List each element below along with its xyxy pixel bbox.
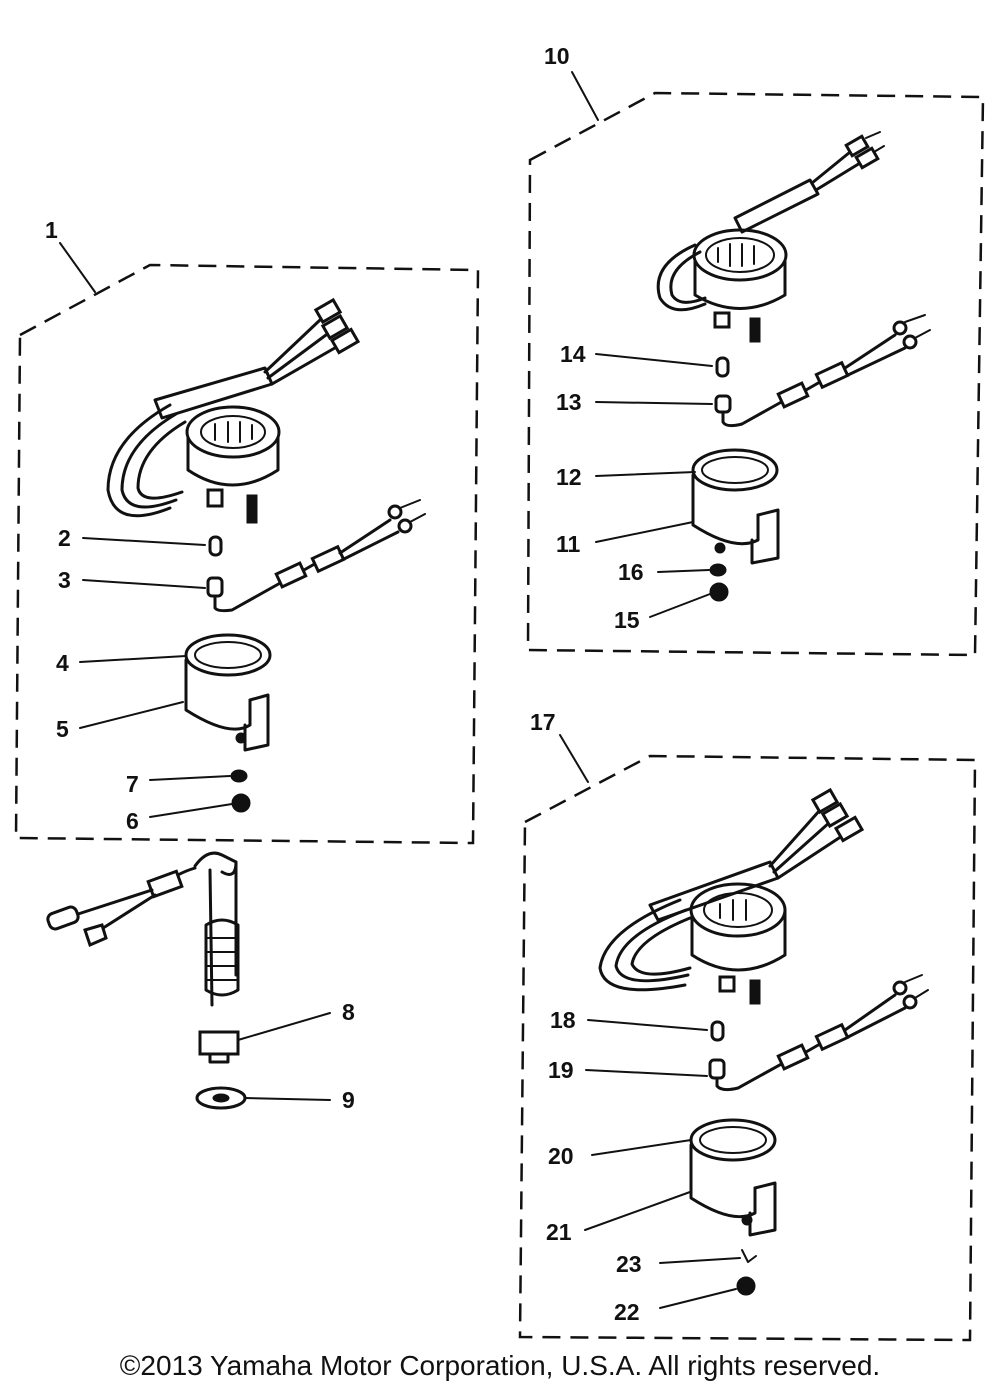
callout-14: 14	[560, 341, 586, 367]
callout-1: 1	[45, 217, 58, 243]
callout-15: 15	[614, 607, 640, 633]
part-22	[736, 1276, 756, 1296]
assembly-group-17	[518, 754, 977, 1342]
group-1-boundary	[14, 263, 480, 845]
callout-16: 16	[618, 559, 644, 585]
callout-7: 7	[126, 771, 139, 797]
callout-8: 8	[342, 999, 355, 1025]
callout-17: 17	[530, 709, 556, 735]
callout-19: 19	[548, 1057, 574, 1083]
callout-18: 18	[550, 1007, 576, 1033]
callout-23: 23	[616, 1251, 642, 1277]
part-23	[741, 1249, 757, 1263]
part-4-5	[184, 633, 272, 752]
callout-21: 21	[546, 1219, 572, 1245]
callout-13: 13	[556, 389, 582, 415]
part-3	[206, 499, 426, 613]
callout-22: 22	[614, 1299, 640, 1325]
gauge-17	[598, 787, 865, 1005]
part-20-21	[689, 1118, 777, 1237]
assembly-group-10	[526, 91, 985, 657]
callout-3: 3	[58, 567, 71, 593]
gauge-10	[656, 131, 885, 343]
callout-10: 10	[544, 43, 570, 69]
callout-11: 11	[556, 531, 581, 557]
callout-6: 6	[126, 808, 139, 834]
callout-5: 5	[56, 716, 69, 742]
part-12-11	[691, 448, 780, 565]
part-13	[714, 314, 931, 428]
part-2	[208, 535, 223, 557]
sender-8-9	[46, 851, 247, 1110]
callout-9: 9	[342, 1087, 355, 1113]
gauge-1	[106, 297, 361, 524]
part-18	[710, 1020, 725, 1042]
callout-2: 2	[58, 525, 71, 551]
part-15	[709, 582, 729, 602]
callout-12: 12	[556, 464, 582, 490]
part-16	[709, 563, 727, 577]
group-17-boundary	[518, 754, 977, 1342]
callout-20: 20	[548, 1143, 574, 1169]
part-14	[715, 356, 730, 378]
part-6	[231, 793, 251, 813]
leader-lines	[59, 71, 741, 1309]
assembly-group-1	[14, 263, 480, 845]
part-19	[708, 974, 929, 1092]
part-7	[230, 769, 248, 783]
copyright-notice: ©2013 Yamaha Motor Corporation, U.S.A. A…	[119, 1350, 881, 1381]
group-10-boundary	[526, 91, 985, 657]
callout-4: 4	[56, 650, 69, 676]
callout-numbers: 1 2 3 4 5 7 6 8 9 10 14 13 12 11 16 15 1…	[45, 43, 644, 1325]
